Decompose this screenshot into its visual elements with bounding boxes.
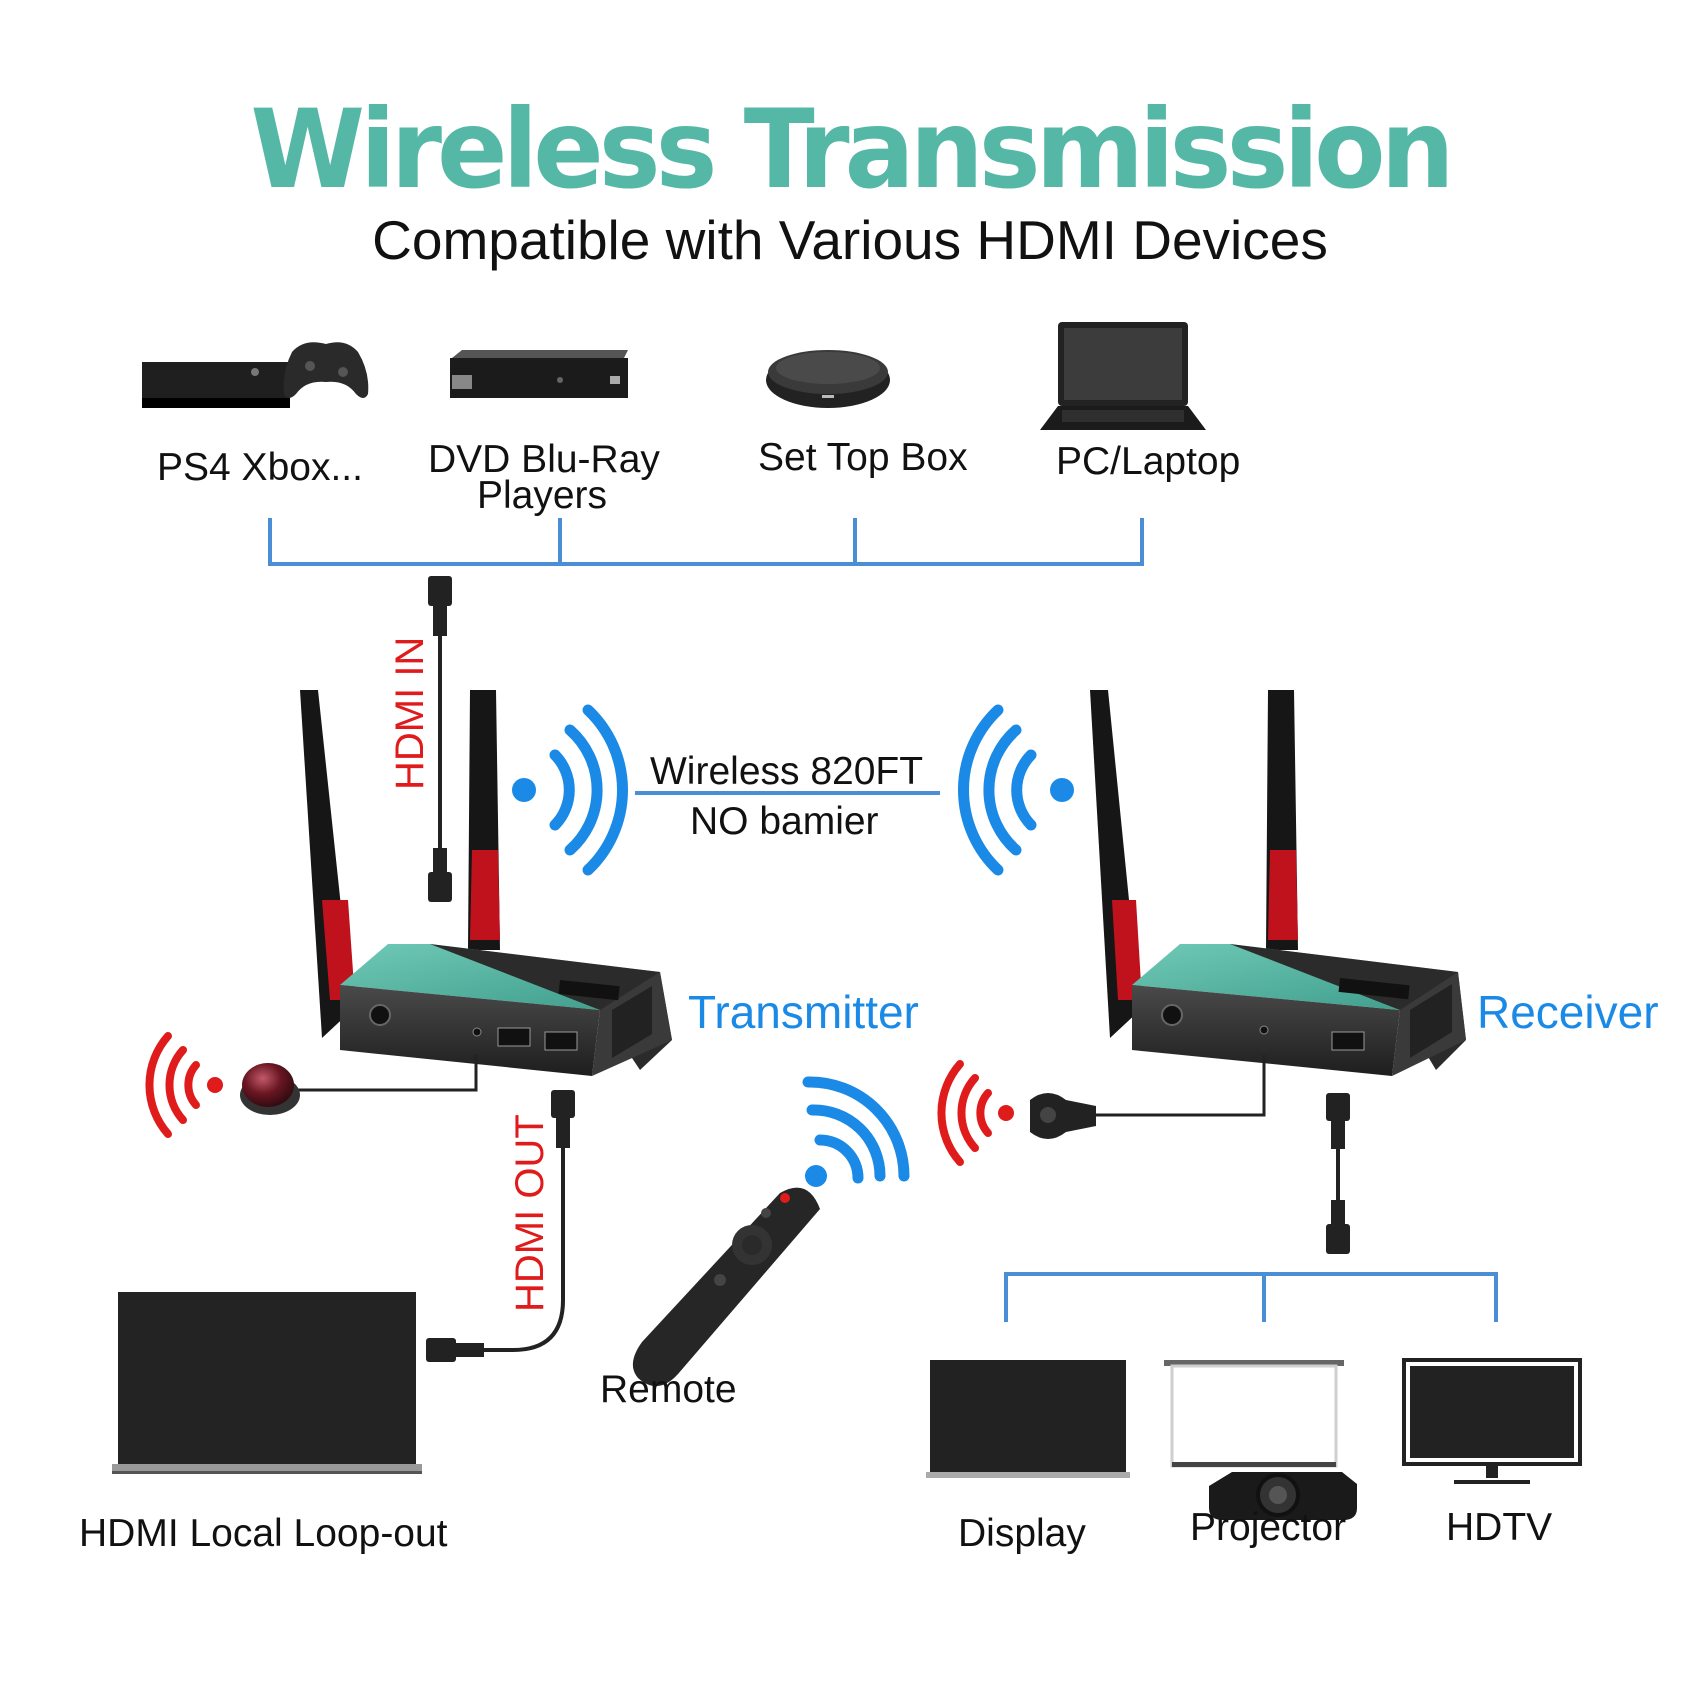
page-title: Wireless Transmission [250, 84, 1454, 214]
ir-signal-red-tx-icon [145, 1032, 223, 1138]
wifi-waves-remote-icon [802, 1076, 910, 1187]
hdmi-in-label: HDMI IN [388, 636, 432, 790]
remote-icon [632, 1187, 820, 1387]
output-label-display: Display [958, 1512, 1086, 1555]
hdmi-in-cable [428, 576, 452, 902]
output-label-projector: Projector [1190, 1506, 1347, 1549]
projector-icon [1164, 1360, 1357, 1520]
set-top-box-icon [766, 350, 890, 408]
game-console-icon [142, 342, 369, 408]
source-bracket [268, 518, 1144, 566]
page-subtitle: Compatible with Various HDMI Devices [372, 209, 1328, 271]
output-label-hdtv: HDTV [1446, 1506, 1553, 1549]
loopout-label: HDMI Local Loop-out [79, 1512, 448, 1555]
wifi-waves-rx-icon [958, 704, 1074, 876]
hdmi-out-cable [426, 1090, 575, 1362]
antenna-left-rx [1090, 690, 1142, 1038]
ir-receiver-tx [240, 1055, 478, 1115]
antenna-right-tx [468, 690, 500, 950]
receiver-device [1090, 690, 1466, 1076]
wireless-range-label: Wireless 820FT [650, 750, 924, 793]
source-label-dvd-line2: Players [477, 474, 608, 517]
ir-signal-red-rx-icon [937, 1060, 1014, 1166]
loopout-tv-icon [112, 1292, 422, 1474]
output-bracket [1004, 1272, 1498, 1322]
antenna-right-rx [1266, 690, 1298, 950]
antenna-left-tx [300, 690, 355, 1038]
wifi-waves-tx-icon [512, 704, 628, 876]
hdmi-out-label: HDMI OUT [508, 1114, 552, 1312]
hdtv-icon [1402, 1358, 1582, 1484]
display-icon [926, 1360, 1130, 1478]
receiver-label: Receiver [1477, 986, 1659, 1038]
hdmi-rx-out-cable [1326, 1093, 1350, 1254]
transmitter-device [300, 690, 672, 1076]
ir-receiver-rx [1030, 1055, 1266, 1139]
dvd-player-icon [450, 350, 628, 398]
source-label-dvd-line1: DVD Blu-Ray [428, 438, 660, 481]
source-label-pc: PC/Laptop [1056, 440, 1241, 483]
source-label-settop: Set Top Box [758, 436, 968, 479]
source-label-console: PS4 Xbox... [157, 446, 363, 489]
remote-label: Remote [600, 1368, 737, 1411]
transmitter-label: Transmitter [688, 986, 919, 1038]
laptop-icon [1040, 322, 1206, 430]
wireless-barrier-label: NO bamier [690, 800, 879, 843]
